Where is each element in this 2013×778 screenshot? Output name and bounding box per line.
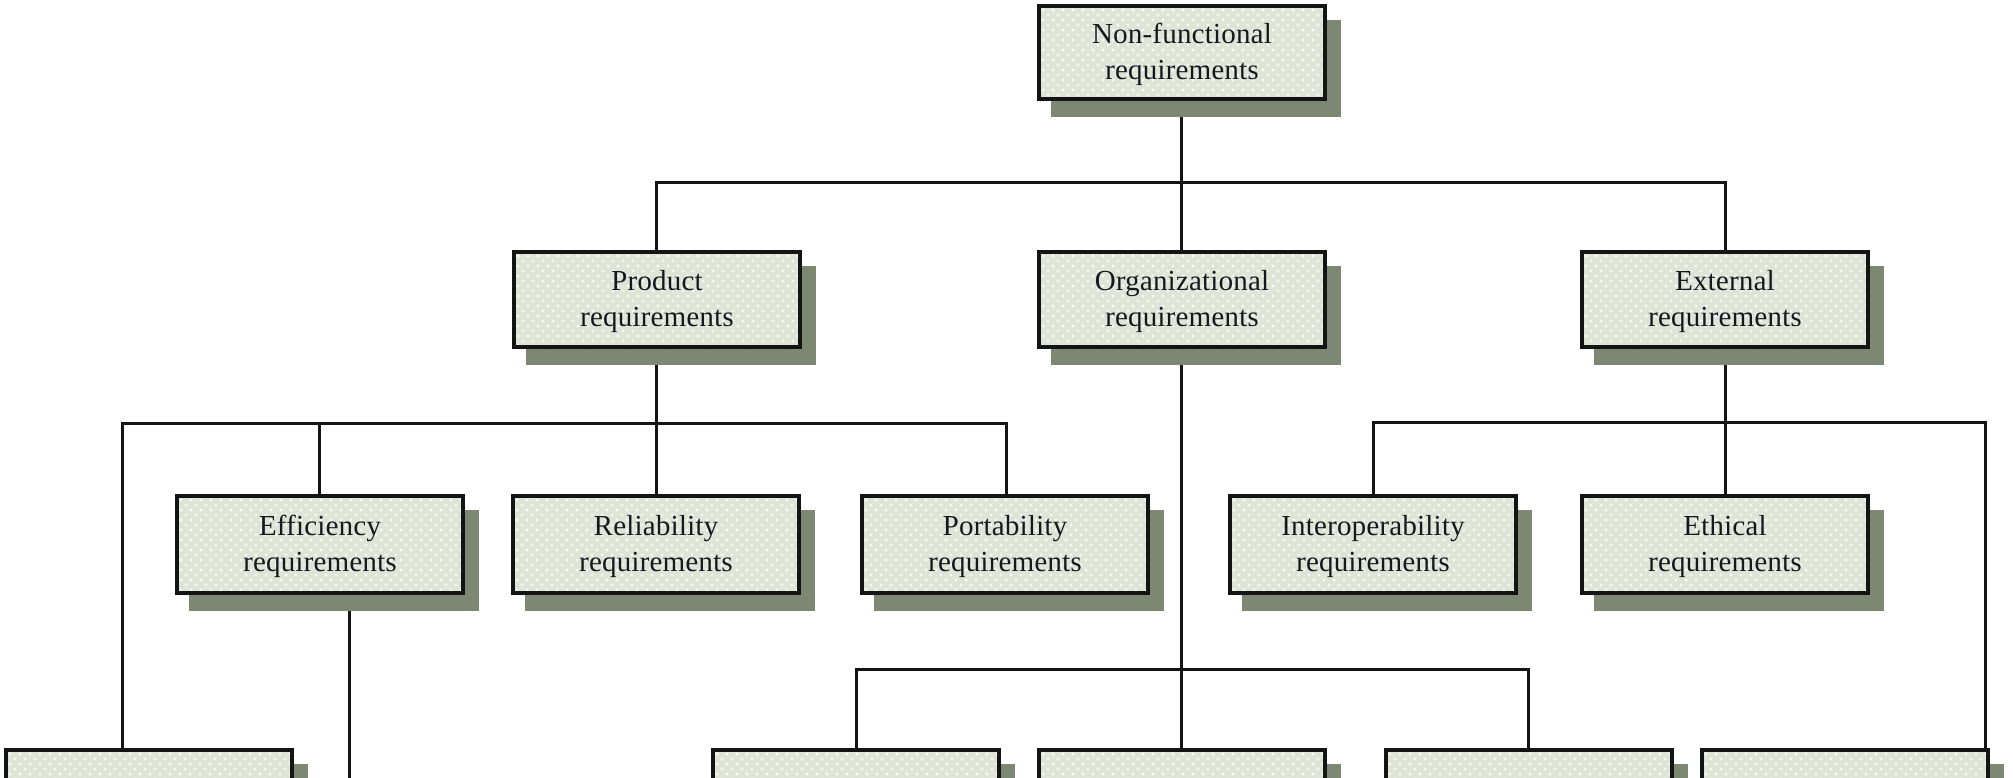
node-box: Interoperability requirements (1228, 494, 1518, 595)
node-label: Interoperability requirements (1281, 510, 1465, 578)
node-label: Non-functional requirements (1092, 18, 1272, 86)
node-organizational-requirements[interactable]: Organizational requirements (1037, 250, 1341, 365)
connector-external-to-legislative (1984, 421, 1987, 752)
connector-to-organizational (1180, 181, 1183, 251)
node-implementation[interactable]: Implementation (1037, 748, 1341, 778)
connector-external-bus (1372, 421, 1987, 424)
node-delivery[interactable]: Delivery (711, 748, 1015, 778)
node-box: Portability requirements (860, 494, 1150, 595)
node-box: Delivery (711, 748, 1001, 778)
node-box: Legislative (1700, 748, 1990, 778)
node-label: Portability requirements (928, 510, 1082, 578)
node-label: Ethical requirements (1648, 510, 1802, 578)
node-interoperability-requirements[interactable]: Interoperability requirements (1228, 494, 1532, 611)
node-portability-requirements[interactable]: Portability requirements (860, 494, 1164, 611)
node-box: External requirements (1580, 250, 1870, 349)
node-box: Reliability requirements (511, 494, 801, 595)
connector-to-product (655, 181, 658, 251)
connector-efficiency-stem (348, 600, 351, 778)
connector-level2-bus (655, 181, 1727, 184)
node-legislative[interactable]: Legislative (1700, 748, 2004, 778)
node-box: Ethical requirements (1580, 494, 1870, 595)
node-ethical-requirements[interactable]: Ethical requirements (1580, 494, 1884, 611)
connector-product-stem (655, 348, 658, 425)
connector-to-external (1724, 181, 1727, 251)
node-external-requirements[interactable]: External requirements (1580, 250, 1884, 365)
connector-external-to-ethical (1724, 421, 1727, 494)
node-standards[interactable]: Standards (1384, 748, 1688, 778)
connector-org-to-delivery (855, 668, 858, 748)
node-box: Non-functional requirements (1037, 4, 1327, 101)
node-box: Efficiency requirements (175, 494, 465, 595)
node-efficiency-requirements[interactable]: Efficiency requirements (175, 494, 479, 611)
node-label: Organizational requirements (1094, 265, 1270, 333)
node-reliability-requirements[interactable]: Reliability requirements (511, 494, 815, 611)
connector-org-to-standards (1527, 668, 1530, 748)
connector-product-to-efficiency (318, 422, 321, 494)
node-box: Organizational requirements (1037, 250, 1327, 349)
connector-organizational-bus (855, 668, 1529, 671)
node-product-requirements[interactable]: Product requirements (512, 250, 816, 365)
connector-product-bus (121, 422, 1008, 425)
node-usability[interactable]: Usability (4, 748, 308, 778)
connector-product-to-usability (121, 422, 124, 752)
connector-external-stem (1724, 348, 1727, 422)
node-box: Standards (1384, 748, 1674, 778)
connector-external-to-interoperability (1372, 421, 1375, 494)
connector-product-to-portability (1005, 422, 1008, 494)
connector-product-to-reliability (655, 422, 658, 494)
node-label: Reliability requirements (579, 510, 733, 578)
node-box: Implementation (1037, 748, 1327, 778)
node-label: Efficiency requirements (243, 510, 397, 578)
connector-org-to-implementation (1180, 668, 1183, 748)
node-label: External requirements (1648, 265, 1802, 333)
node-root[interactable]: Non-functional requirements (1037, 4, 1341, 117)
node-label: Product requirements (580, 265, 734, 333)
connector-root-stem (1180, 100, 1183, 184)
connector-organizational-stem (1180, 348, 1183, 670)
node-box: Usability (4, 748, 294, 778)
node-box: Product requirements (512, 250, 802, 349)
